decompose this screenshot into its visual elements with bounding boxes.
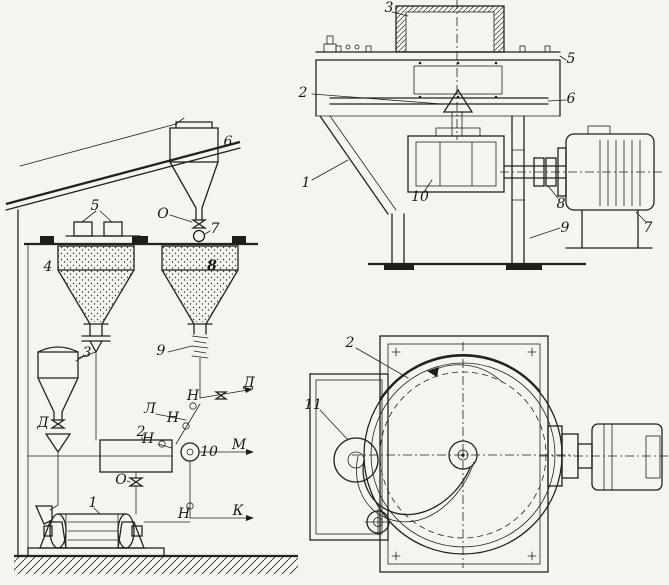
label-hopper-8: 8: [207, 258, 217, 274]
hopper-4: [57, 245, 135, 441]
housing-body: [315, 35, 561, 117]
machine-side-elevation: 3 5 2 6 1 10 8 9 7: [298, 0, 664, 270]
label-cyclone-6: 6: [224, 134, 233, 150]
label-duct-d-right: Д: [242, 375, 255, 391]
rotary-feeder-7: [192, 229, 211, 245]
cyclone-3: [37, 346, 97, 421]
support-frame: [5, 123, 258, 557]
valve-o-low: [126, 471, 145, 515]
valve-cluster: [155, 387, 253, 449]
label-duct-n-b: Н: [166, 410, 180, 426]
inlet-duct-box: [309, 373, 389, 541]
inlet-box-3: [391, 5, 505, 53]
label-duct-m: М: [231, 437, 247, 453]
label-duct-k: К: [232, 503, 245, 519]
label-blower-10: 10: [200, 444, 218, 460]
spiral-vane: [356, 455, 475, 523]
label-duct-l: Л: [143, 401, 156, 417]
leader-inlet-11: [319, 409, 349, 441]
hopper-8: [161, 245, 239, 335]
label-inlet-3: 3: [385, 0, 394, 16]
label-duct-n-c: Н: [141, 431, 155, 447]
valve-o-top: [169, 214, 208, 229]
label-bellows-9: 9: [157, 343, 166, 359]
label-scroll-2: 2: [345, 335, 355, 351]
label-box-2: 2: [136, 424, 146, 440]
label-hopper-4: 4: [43, 259, 53, 275]
label-valve-o-top: О: [157, 206, 169, 222]
distributor-plate-6: [329, 55, 567, 105]
label-feeders-5: 5: [91, 198, 100, 214]
process-flow-schematic: 6 5 О 7 4 8 9 3 Д Д Н Л Н Н 2 10 М О Н К…: [5, 117, 298, 574]
label-duct-n-a: Н: [186, 388, 200, 404]
ball-mill-1: [27, 505, 165, 557]
rotor-chamber: [352, 342, 574, 568]
valve-d-left: [44, 419, 72, 511]
label-lid-5: 5: [567, 51, 576, 67]
gearbox-10: [407, 127, 505, 193]
label-stand-9: 9: [561, 220, 570, 236]
ground-hatching: [14, 554, 298, 574]
motor-plan: [540, 423, 668, 491]
label-motor-7: 7: [644, 220, 653, 236]
stand-9: [368, 115, 586, 270]
cyclone-separator-6: [169, 117, 219, 221]
rotation-arrow: [427, 364, 503, 383]
label-gearbox-10: 10: [411, 189, 429, 205]
drain-boss: [364, 508, 392, 536]
label-casing-1: 1: [302, 175, 311, 191]
blower-10: [143, 442, 254, 523]
label-cyclone-3: 3: [83, 345, 92, 361]
motor-7: [557, 125, 655, 249]
shaft-coupling-8: [500, 157, 664, 199]
leader-scroll-2: [355, 347, 409, 379]
machine-plan-view: 2 11: [304, 335, 668, 573]
label-cone-2: 2: [298, 85, 308, 101]
casing-wall-1: [311, 115, 397, 215]
label-valve-d-left: Д: [36, 415, 49, 431]
label-feeder-7: 7: [211, 221, 220, 237]
cone-2: [311, 0, 474, 140]
label-mill-1: 1: [89, 495, 98, 511]
flexible-bellows-9: [167, 335, 209, 399]
label-inlet-11: 11: [304, 397, 322, 413]
feeders-5: [65, 210, 141, 237]
label-duct-n-d: Н: [177, 506, 191, 522]
label-plate-6: 6: [567, 91, 576, 107]
label-valve-o-low: О: [115, 472, 127, 488]
label-coupling-8: 8: [557, 196, 566, 212]
